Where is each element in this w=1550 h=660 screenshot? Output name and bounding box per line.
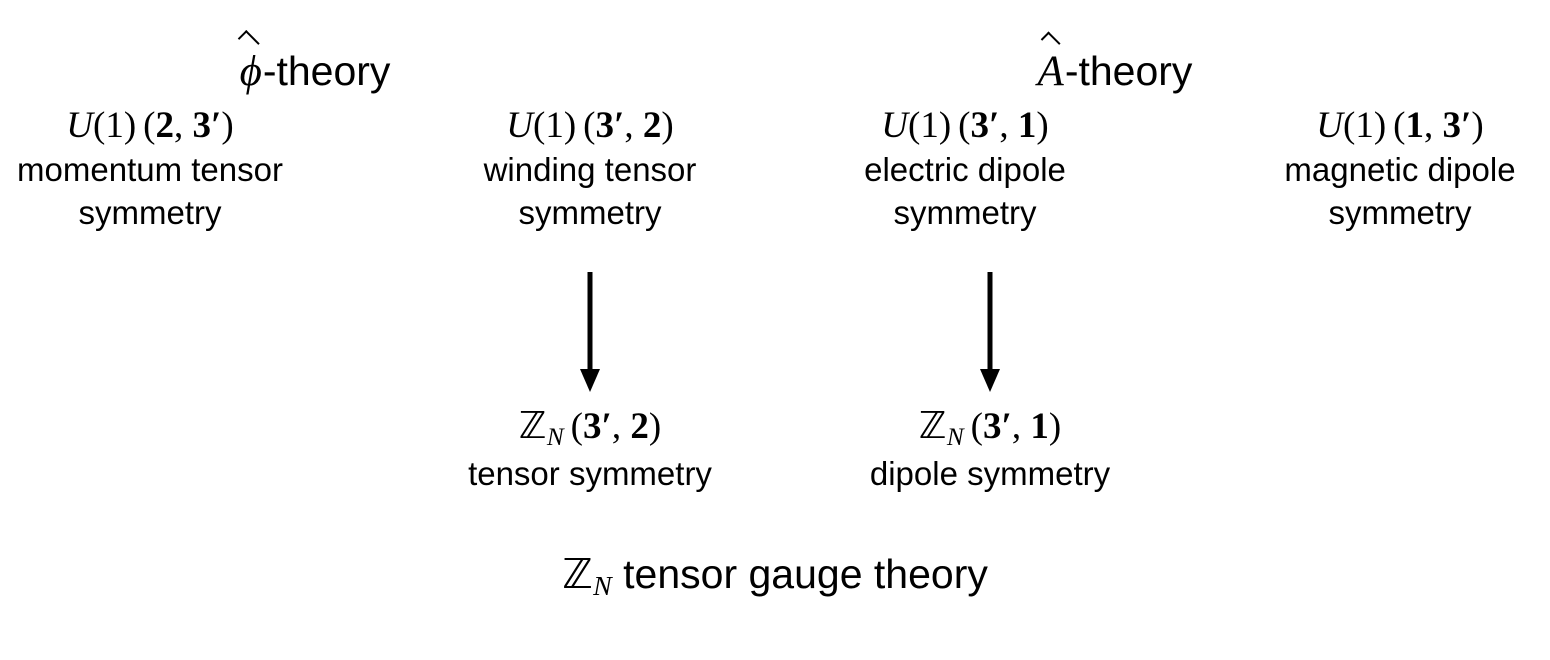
- caption-zn-tensor: tensor symmetry: [468, 455, 712, 493]
- caption-zn-dipole: dipole symmetry: [869, 455, 1111, 493]
- caption-magnetic-dipole-line2: symmetry: [1328, 194, 1472, 232]
- caption-winding-tensor-line1: winding tensor: [483, 150, 697, 188]
- caption-magnetic-dipole-line1: magnetic dipole: [1284, 150, 1516, 188]
- phi-theory-suffix: -theory: [262, 48, 391, 94]
- symmetry-node-momentum-tensor: U(1)(2, 3′) momentum tensor symmetry: [0, 105, 300, 235]
- group-label-zn-dipole: ℤN(3′, 1): [918, 404, 1062, 451]
- zn-symbol: ℤN: [518, 404, 564, 451]
- zn-symbol: ℤN: [562, 550, 612, 603]
- group-label-electric-dipole: U(1)(3′, 1): [881, 105, 1049, 146]
- zn-symbol: ℤN: [918, 404, 964, 451]
- theory-title-phi-hat: ϕ-theory: [175, 48, 455, 95]
- A-theory-suffix: -theory: [1064, 48, 1193, 94]
- symmetry-node-zn-dipole: ℤN(3′, 1) dipole symmetry: [840, 404, 1140, 496]
- symmetry-node-magnetic-dipole: U(1)(1, 3′) magnetic dipole symmetry: [1250, 105, 1550, 235]
- symmetry-node-electric-dipole: U(1)(3′, 1) electric dipole symmetry: [815, 105, 1115, 235]
- caption-electric-dipole-line2: symmetry: [893, 194, 1037, 232]
- caption-electric-dipole-line1: electric dipole: [864, 150, 1066, 188]
- summary-zn-tensor-gauge-theory: ℤN tensor gauge theory: [525, 550, 1025, 604]
- theory-title-A-hat: A-theory: [975, 48, 1255, 95]
- group-label-momentum-tensor: U(1)(2, 3′): [66, 105, 234, 146]
- A-hat-symbol: A: [1037, 48, 1064, 95]
- phi-hat-symbol: ϕ: [239, 48, 262, 95]
- group-label-magnetic-dipole: U(1)(1, 3′): [1316, 105, 1484, 146]
- arrow-electric-to-dipole-icon: [980, 272, 1000, 392]
- arrow-winding-to-tensor-icon: [580, 272, 600, 392]
- group-label-winding-tensor: U(1)(3′, 2): [506, 105, 674, 146]
- caption-winding-tensor-line2: symmetry: [518, 194, 662, 232]
- symmetry-node-winding-tensor: U(1)(3′, 2) winding tensor symmetry: [440, 105, 740, 235]
- caption-momentum-tensor-line1: momentum tensor: [17, 150, 283, 188]
- group-label-zn-tensor: ℤN(3′, 2): [518, 404, 662, 451]
- symmetry-node-zn-tensor: ℤN(3′, 2) tensor symmetry: [440, 404, 740, 496]
- summary-text: tensor gauge theory: [611, 551, 988, 597]
- caption-momentum-tensor-line2: symmetry: [78, 194, 222, 232]
